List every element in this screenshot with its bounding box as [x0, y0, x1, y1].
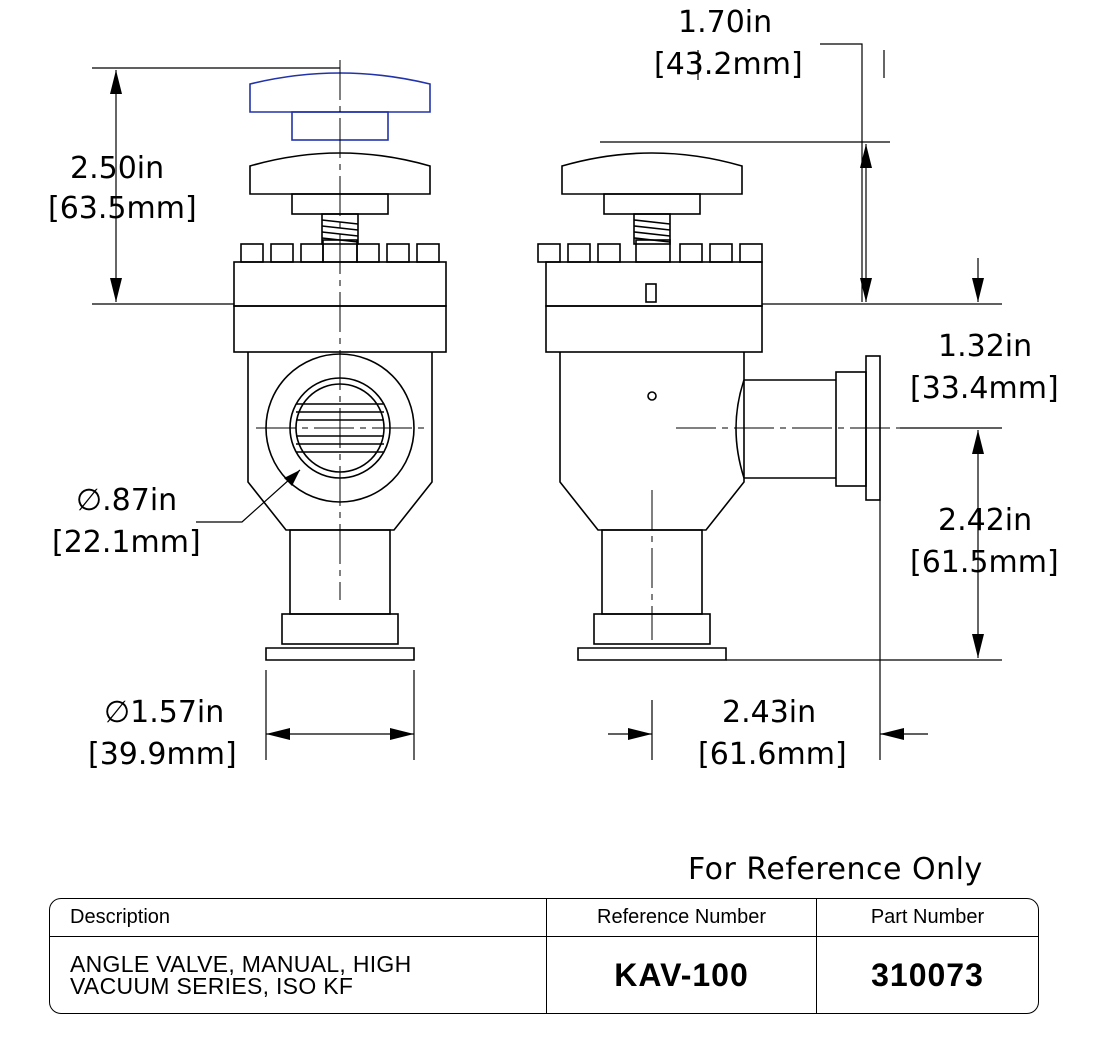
dim-port-center-in: 2.42in	[938, 503, 1032, 538]
dim-handle-travel-in: 1.70in	[678, 5, 772, 40]
front-view	[233, 60, 447, 661]
dim-side-port-in: 1.32in	[938, 329, 1032, 364]
side-centerline	[651, 427, 900, 640]
reference-note: For Reference Only	[688, 852, 983, 887]
reference-number: KAV-100	[547, 937, 817, 1013]
kf-flange	[265, 613, 415, 661]
dimension-arrows	[110, 70, 984, 740]
side-handle	[561, 152, 743, 215]
dim-flange-dia-mm: [39.9mm]	[88, 737, 237, 772]
description-line-1: ANGLE VALVE, MANUAL, HIGH	[70, 951, 412, 977]
dim-handle-travel-mm: [43.2mm]	[654, 47, 803, 82]
title-block: Description Reference Number Part Number…	[49, 898, 1039, 1014]
part-number: 310073	[871, 956, 984, 993]
dim-height-total-mm: [63.5mm]	[48, 191, 197, 226]
dimension-labels: 2.50in [63.5mm] 1.70in [43.2mm] 1.32in […	[48, 5, 1059, 772]
dim-height-total-in: 2.50in	[70, 151, 164, 186]
dim-port-bore-mm: [22.1mm]	[52, 525, 201, 560]
dim-centerline-in: 2.43in	[722, 695, 816, 730]
technical-drawing: 2.50in [63.5mm] 1.70in [43.2mm] 1.32in […	[48, 5, 1059, 772]
dim-flange-dia-in: ∅1.57in	[104, 695, 224, 730]
side-spring	[633, 213, 671, 245]
side-view	[537, 152, 900, 661]
part-header: Part Number	[817, 899, 1038, 937]
description-value: ANGLE VALVE, MANUAL, HIGH VACUUM SERIES,…	[50, 937, 547, 1013]
reference-header: Reference Number	[547, 899, 817, 937]
front-centerline	[256, 60, 424, 600]
dim-side-port-mm: [33.4mm]	[910, 371, 1059, 406]
description-line-2: VACUUM SERIES, ISO KF	[70, 973, 354, 999]
dim-port-center-mm: [61.5mm]	[910, 545, 1059, 580]
description-header: Description	[50, 899, 547, 937]
dim-centerline-mm: [61.6mm]	[698, 737, 847, 772]
dim-port-bore-in: ∅.87in	[76, 483, 177, 518]
